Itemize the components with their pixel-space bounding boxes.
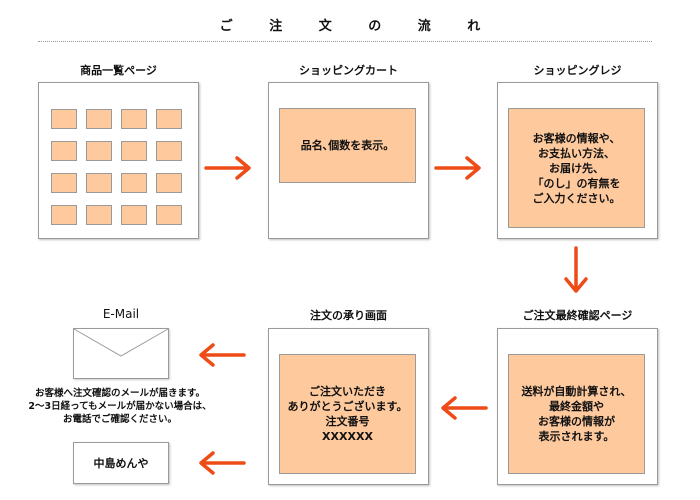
step-email-label: E-Mail [102,307,140,321]
arrow-down-icon [564,246,588,293]
envelope-icon [73,328,169,379]
product-tile [86,141,112,161]
product-tile [156,109,182,129]
step-register-text: お客様の情報や、 お支払い方法、 お届け先、 「のし」の有無を ご入力ください。 [508,108,645,228]
step-list-page-frame [38,82,199,239]
step-register-label: ショッピングレジ [533,64,622,77]
product-tile [51,109,77,129]
arrow-left-icon [441,396,488,420]
step-list-page-label: 商品一覧ページ [80,64,157,77]
step-accepted-text: ご注文いただき ありがとうございます。 注文番号 XXXXXX [279,354,416,474]
product-tile [156,141,182,161]
shop-name: 中島めんや [93,457,149,470]
step-confirm-label: ご注文最終確認ページ [522,309,633,322]
email-note: お客様へ注文確認のメールが届きます。 2～3日経ってもメールが届かない場合は、 … [28,388,212,425]
product-tile [121,173,147,193]
step-cart-frame: 品名､個数を表示。 [268,82,429,239]
step-register-frame: お客様の情報や、 お支払い方法、 お届け先、 「のし」の有無を ご入力ください。 [497,82,658,239]
page-title: ご 注 文 の 流 れ [219,19,497,34]
product-tile [86,109,112,129]
arrow-right-icon [204,156,251,180]
product-tile [51,141,77,161]
step-accepted-label: 注文の承り画面 [310,309,387,322]
arrow-left-icon [199,451,246,475]
arrow-right-icon [434,156,481,180]
product-tile [86,205,112,225]
product-tile [121,141,147,161]
product-tile [121,205,147,225]
step-confirm-frame: 送料が自動計算され、 最終金額や お客様の情報が 表示されます。 [497,328,658,485]
step-cart-text: 品名､個数を表示。 [279,108,416,183]
product-tile [156,173,182,193]
product-tile [51,173,77,193]
title-divider [38,41,652,42]
step-accepted-frame: ご注文いただき ありがとうございます。 注文番号 XXXXXX [268,328,429,485]
step-confirm-text: 送料が自動計算され、 最終金額や お客様の情報が 表示されます。 [508,354,645,474]
step-cart-label: ショッピングカート [299,64,398,77]
product-tile [86,173,112,193]
product-tile [121,109,147,129]
shop-box: 中島めんや [73,442,169,484]
arrow-left-icon [199,343,246,367]
product-tile [51,205,77,225]
product-tile [156,205,182,225]
